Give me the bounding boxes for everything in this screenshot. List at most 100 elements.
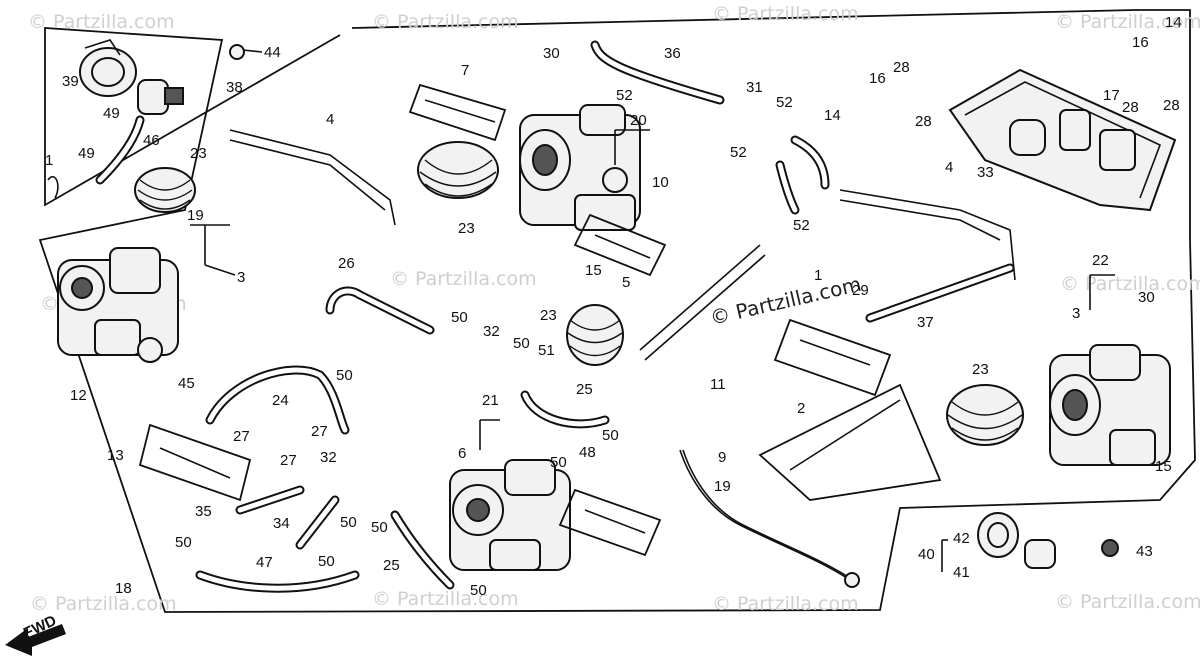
callout-1: 1 xyxy=(814,267,822,284)
callout-16: 16 xyxy=(1132,34,1149,51)
watermark-ghost: © Partzilla.com xyxy=(390,268,537,290)
fuel-and-vent-hoses xyxy=(195,40,1015,593)
throttle-cable xyxy=(679,449,860,588)
callout-49: 49 xyxy=(103,105,120,122)
callout-9: 9 xyxy=(718,449,726,466)
watermark-ghost: © Partzilla.com xyxy=(30,593,177,615)
callout-50: 50 xyxy=(340,514,357,531)
callout-50: 50 xyxy=(336,367,353,384)
small-parts-bottom-right xyxy=(977,512,1119,569)
callout-30: 30 xyxy=(1138,289,1155,306)
watermark-ghost: © Partzilla.com xyxy=(28,11,175,33)
ghost-watermarks: © Partzilla.com © Partzilla.com © Partzi… xyxy=(28,3,1200,615)
callout-32: 32 xyxy=(320,449,337,466)
callout-14: 14 xyxy=(824,107,841,124)
callout-17: 17 xyxy=(1103,87,1120,104)
callout-19: 19 xyxy=(714,478,731,495)
carburetor-left xyxy=(57,247,179,363)
callout-50: 50 xyxy=(318,553,335,570)
callout-16: 16 xyxy=(869,70,886,87)
callout-28: 28 xyxy=(1163,97,1180,114)
callout-35: 35 xyxy=(195,503,212,520)
callout-30: 30 xyxy=(543,45,560,62)
callout-12: 12 xyxy=(70,387,87,404)
watermark-ghost: © Partzilla.com xyxy=(712,3,859,25)
callout-50: 50 xyxy=(513,335,530,352)
callout-28: 28 xyxy=(915,113,932,130)
callout-15: 15 xyxy=(1155,458,1172,475)
callout-14: 14 xyxy=(1165,14,1182,31)
callout-50: 50 xyxy=(602,427,619,444)
callout-29: 29 xyxy=(852,282,869,299)
callout-51: 51 xyxy=(538,342,555,359)
callout-31: 31 xyxy=(746,79,763,96)
callout-52: 52 xyxy=(793,217,810,234)
carburetor-right xyxy=(1049,344,1171,466)
callout-39: 39 xyxy=(62,73,79,90)
diagram-outline xyxy=(38,9,1196,613)
callout-4: 4 xyxy=(945,159,953,176)
callout-50: 50 xyxy=(451,309,468,326)
callout-45: 45 xyxy=(178,375,195,392)
watermark-ghost: © Partzilla.com xyxy=(1055,591,1200,613)
callout-2: 2 xyxy=(797,400,805,417)
callout-43: 43 xyxy=(1136,543,1153,560)
callout-23: 23 xyxy=(972,361,989,378)
callout-33: 33 xyxy=(977,164,994,181)
callout-labels: 44 38 39 49 46 49 1 23 4 19 3 12 45 24 2… xyxy=(45,14,1182,599)
callout-50: 50 xyxy=(470,582,487,599)
callout-34: 34 xyxy=(273,515,290,532)
watermark-ghost: © Partzilla.com xyxy=(1060,273,1200,295)
callout-26: 26 xyxy=(338,255,355,272)
callout-18: 18 xyxy=(115,580,132,597)
callout-27: 27 xyxy=(311,423,328,440)
callout-36: 36 xyxy=(664,45,681,62)
callout-6: 6 xyxy=(458,445,466,462)
callout-7: 7 xyxy=(461,62,469,79)
callout-52: 52 xyxy=(730,144,747,161)
callout-40: 40 xyxy=(918,546,935,563)
callout-22: 22 xyxy=(1092,252,1109,269)
callout-15: 15 xyxy=(585,262,602,279)
callout-25: 25 xyxy=(576,381,593,398)
callout-leaders xyxy=(190,49,1115,572)
callout-50: 50 xyxy=(371,519,388,536)
callout-41: 41 xyxy=(953,564,970,581)
callout-21: 21 xyxy=(482,392,499,409)
callout-13: 13 xyxy=(107,447,124,464)
callout-44: 44 xyxy=(264,44,281,61)
callout-23: 23 xyxy=(458,220,475,237)
callout-47: 47 xyxy=(256,554,273,571)
callout-3: 3 xyxy=(237,269,245,286)
callout-52: 52 xyxy=(616,87,633,104)
callout-52: 52 xyxy=(776,94,793,111)
callout-19: 19 xyxy=(187,207,204,224)
callout-37: 37 xyxy=(917,314,934,331)
fwd-orientation-arrow: FWD xyxy=(5,612,66,656)
callout-24: 24 xyxy=(272,392,289,409)
callout-1: 1 xyxy=(45,152,53,169)
watermark-ghost: © Partzilla.com xyxy=(372,588,519,610)
carburetor-top-center xyxy=(519,104,641,231)
callout-32: 32 xyxy=(483,323,500,340)
callout-27: 27 xyxy=(280,452,297,469)
callout-28: 28 xyxy=(1122,99,1139,116)
callout-25: 25 xyxy=(383,557,400,574)
callout-3: 3 xyxy=(1072,305,1080,322)
callout-23: 23 xyxy=(190,145,207,162)
callout-60: 50 xyxy=(175,534,192,551)
callout-50: 50 xyxy=(550,454,567,471)
linkage-plates xyxy=(138,83,942,557)
callout-38: 38 xyxy=(226,79,243,96)
air-cleaner-case xyxy=(948,68,1177,212)
callout-23: 23 xyxy=(540,307,557,324)
callout-11: 11 xyxy=(710,376,726,393)
watermark-ghost: © Partzilla.com xyxy=(372,11,519,33)
callout-20: 20 xyxy=(630,112,647,129)
watermark-ghost: © Partzilla.com xyxy=(712,593,859,615)
callout-28: 28 xyxy=(893,59,910,76)
choke-rods xyxy=(229,129,1016,361)
callout-49: 49 xyxy=(78,145,95,162)
insulator-boots xyxy=(134,141,1024,446)
